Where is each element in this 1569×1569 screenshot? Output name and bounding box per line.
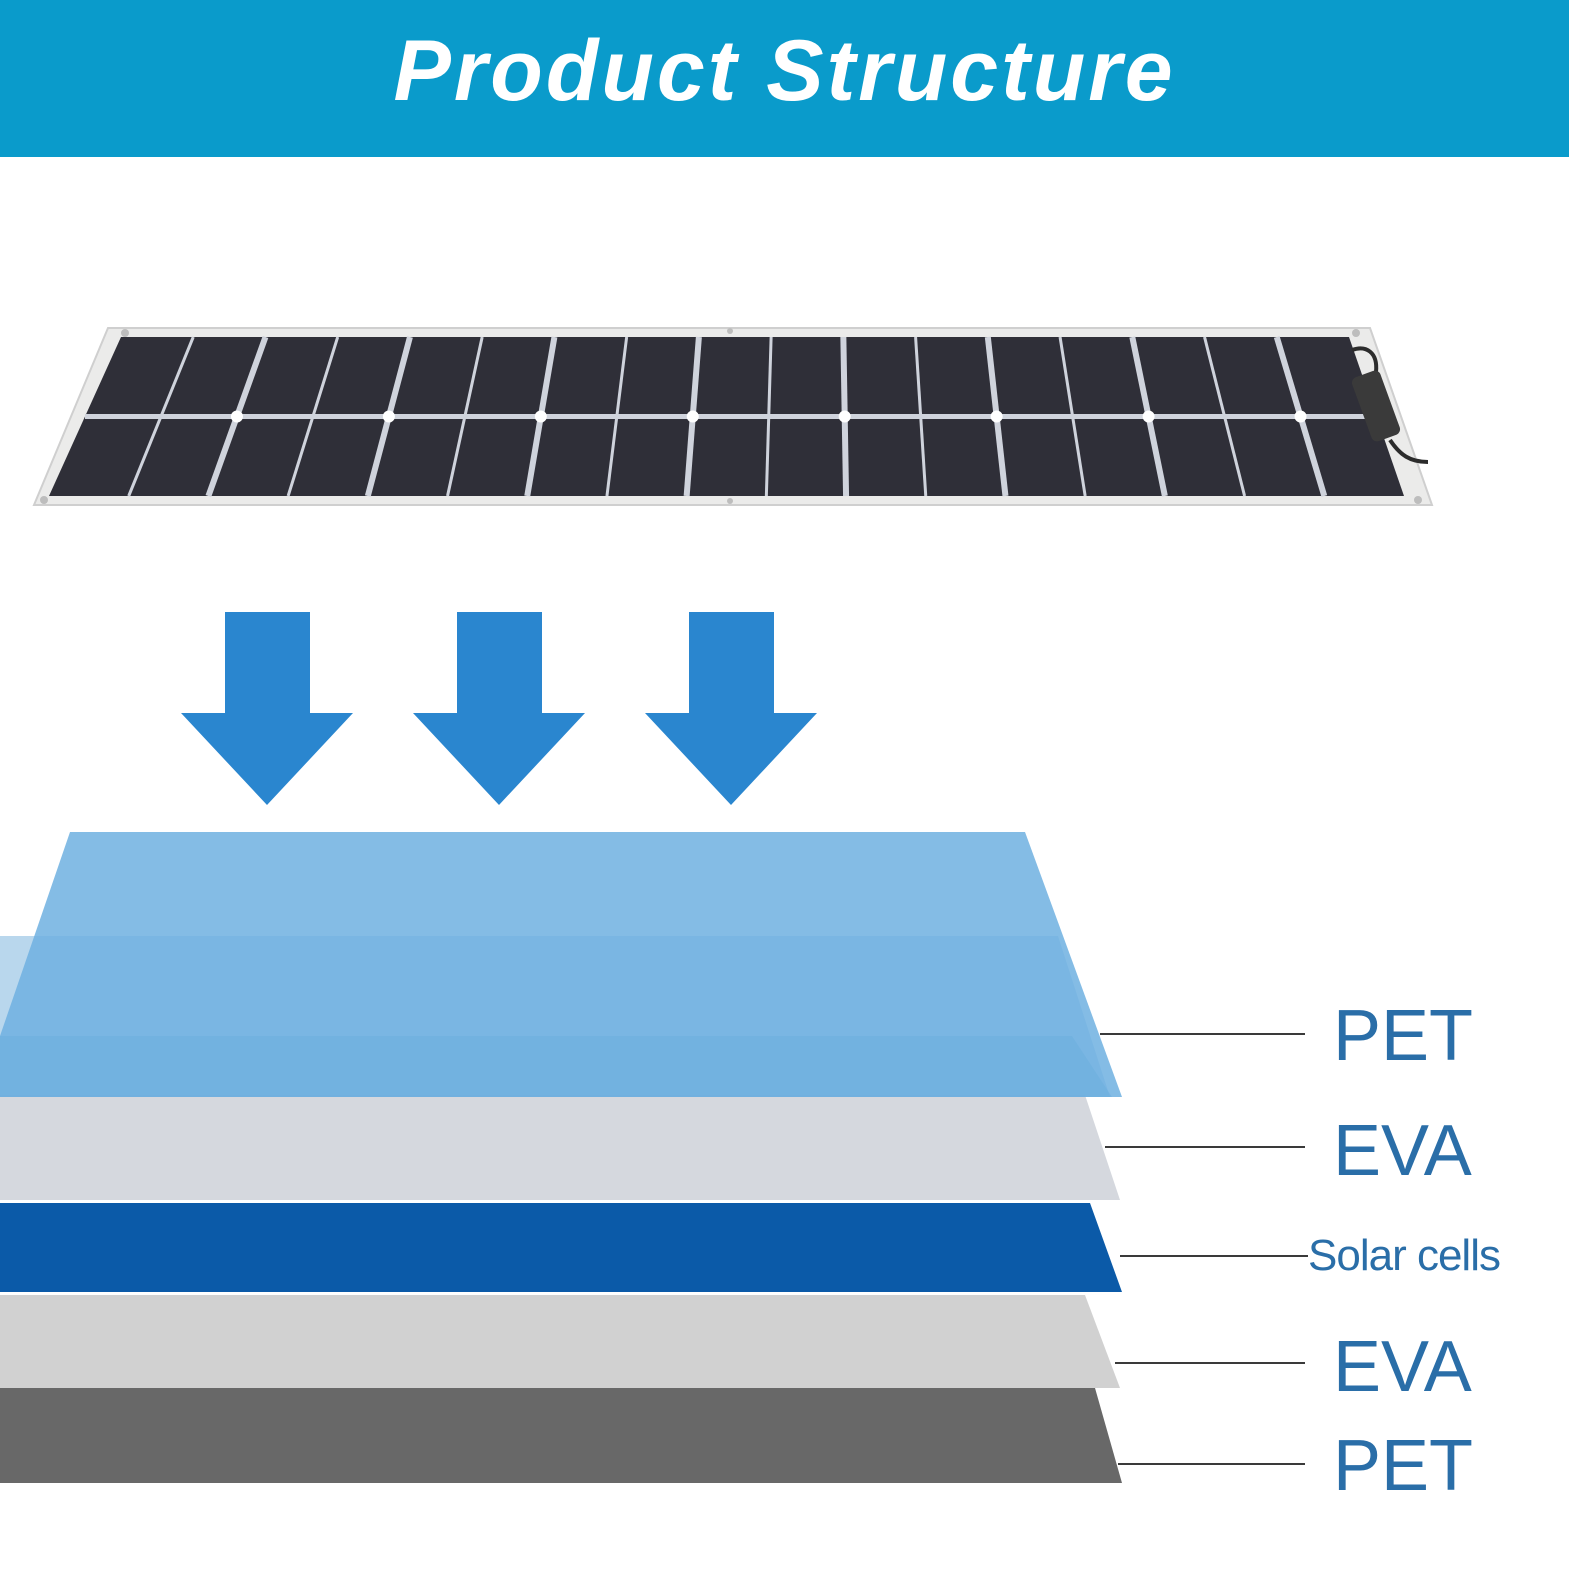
panel-junction-dot — [382, 410, 395, 423]
panel-junction-dot — [990, 410, 1003, 423]
header-banner: Product Structure — [0, 0, 1569, 157]
panel-junction-dot — [686, 410, 699, 423]
arrow-down-icon — [181, 612, 353, 805]
panel-junction-dot — [230, 410, 243, 423]
arrow-group — [181, 612, 817, 805]
layer-solar-cells — [0, 1203, 1122, 1292]
mount-hole — [1352, 329, 1360, 337]
label-pet-top: PET — [1333, 996, 1473, 1076]
label-solar-cells: Solar cells — [1308, 1231, 1500, 1280]
layer-pet-bottom — [0, 1388, 1122, 1483]
layer-stack — [0, 832, 1122, 1483]
layer-eva-bottom — [0, 1295, 1120, 1388]
panel-junction-dot — [838, 410, 851, 423]
label-eva-top: EVA — [1333, 1111, 1472, 1191]
layer-eva-top — [0, 1095, 1120, 1200]
layer-labels: PET EVA Solar cells EVA PET — [1308, 996, 1501, 1506]
mount-hole — [40, 496, 48, 504]
label-eva-bottom: EVA — [1333, 1327, 1472, 1407]
label-pet-bottom: PET — [1333, 1426, 1473, 1506]
panel-junction-dot — [534, 410, 547, 423]
leader-lines — [1100, 1033, 1308, 1465]
solar-panel-image — [32, 327, 1434, 506]
panel-junction-dot — [1294, 410, 1307, 423]
panel-junction-dot — [1142, 410, 1155, 423]
panel-junction-dots — [230, 410, 1307, 423]
arrow-down-icon — [413, 612, 585, 805]
junction-box-icon — [1351, 346, 1429, 464]
layer-pet-top — [0, 832, 1122, 1097]
arrow-down-icon — [645, 612, 817, 805]
mount-hole — [1414, 496, 1422, 504]
mount-hole — [121, 329, 129, 337]
mount-hole — [727, 498, 733, 504]
page-title: Product Structure — [393, 23, 1176, 119]
mount-hole — [727, 328, 733, 334]
